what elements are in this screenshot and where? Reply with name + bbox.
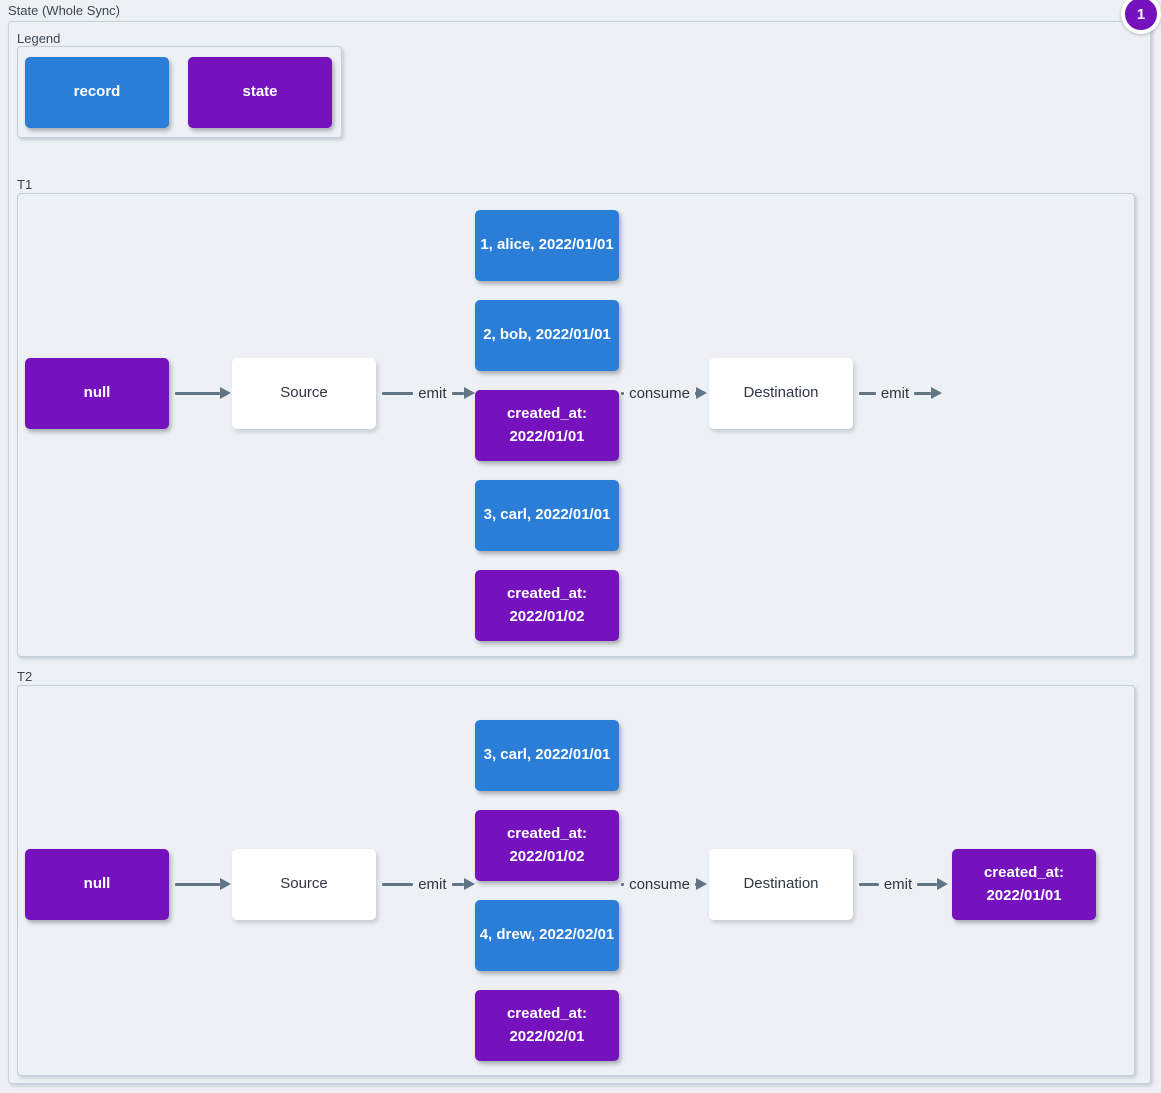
edge-label: consume — [629, 875, 690, 893]
legend-title: Legend — [17, 31, 61, 46]
edge-label: emit — [418, 384, 447, 402]
t1-container — [17, 193, 1135, 657]
t1-stack-item: created_at: 2022/01/02 — [475, 570, 619, 641]
t2-stack-item: created_at: 2022/01/02 — [475, 810, 619, 881]
t1-destination-node: Destination — [709, 358, 853, 429]
arrow-line — [175, 391, 220, 395]
edge-label: emit — [883, 875, 913, 893]
arrow-line — [175, 882, 220, 886]
arrow-line — [621, 391, 625, 395]
arrow-head-icon — [220, 387, 231, 399]
t2-arrow-null-to-source — [175, 872, 231, 896]
step-badge: 1 — [1121, 0, 1161, 34]
arrow-head-icon — [695, 878, 707, 890]
t1-edge-emit-2: emit — [859, 381, 942, 405]
t1-edge-emit-1: emit — [382, 381, 475, 405]
arrow-line — [451, 882, 464, 886]
arrow-line — [382, 391, 414, 395]
t2-stack-item: created_at: 2022/02/01 — [475, 990, 619, 1061]
legend-container — [17, 46, 342, 138]
t1-arrow-null-to-source — [175, 381, 231, 405]
arrow-line — [859, 882, 879, 886]
t2-title: T2 — [17, 669, 33, 684]
edge-label: emit — [418, 875, 447, 893]
arrow-line — [382, 882, 414, 886]
t2-edge-consume: consume — [621, 872, 708, 896]
t2-stack-item: 3, carl, 2022/01/01 — [475, 720, 619, 791]
t2-destination-node: Destination — [709, 849, 853, 920]
t1-stack-item: 3, carl, 2022/01/01 — [475, 480, 619, 551]
legend-record-node: record — [25, 57, 169, 128]
arrow-line — [694, 391, 696, 395]
t1-stack-item: created_at: 2022/01/01 — [475, 390, 619, 461]
outer-container — [8, 21, 1151, 1084]
arrow-line — [914, 391, 931, 395]
t1-title: T1 — [17, 177, 33, 192]
arrow-line — [621, 882, 625, 886]
arrow-line — [694, 882, 696, 886]
t1-source-node: Source — [232, 358, 376, 429]
page-title: State (Whole Sync) — [8, 3, 120, 18]
t2-null-node: null — [25, 849, 169, 920]
t2-edge-emit-1: emit — [382, 872, 475, 896]
arrow-head-icon — [937, 878, 948, 890]
arrow-head-icon — [695, 387, 707, 399]
arrow-head-icon — [931, 387, 942, 399]
edge-label: consume — [629, 384, 690, 402]
legend-state-node: state — [188, 57, 332, 128]
arrow-head-icon — [464, 387, 475, 399]
t2-edge-emit-2: emit — [859, 872, 948, 896]
arrow-line — [859, 391, 876, 395]
t2-stack-item: 4, drew, 2022/02/01 — [475, 900, 619, 971]
t2-source-node: Source — [232, 849, 376, 920]
t1-edge-consume: consume — [621, 381, 708, 405]
t1-stack-item: 1, alice, 2022/01/01 — [475, 210, 619, 281]
edge-label: emit — [880, 384, 910, 402]
arrow-head-icon — [464, 878, 475, 890]
t1-stack-item: 2, bob, 2022/01/01 — [475, 300, 619, 371]
arrow-line — [451, 391, 464, 395]
arrow-head-icon — [220, 878, 231, 890]
t2-container — [17, 685, 1135, 1076]
t1-null-node: null — [25, 358, 169, 429]
t2-output-state-node: created_at: 2022/01/01 — [952, 849, 1096, 920]
arrow-line — [917, 882, 937, 886]
